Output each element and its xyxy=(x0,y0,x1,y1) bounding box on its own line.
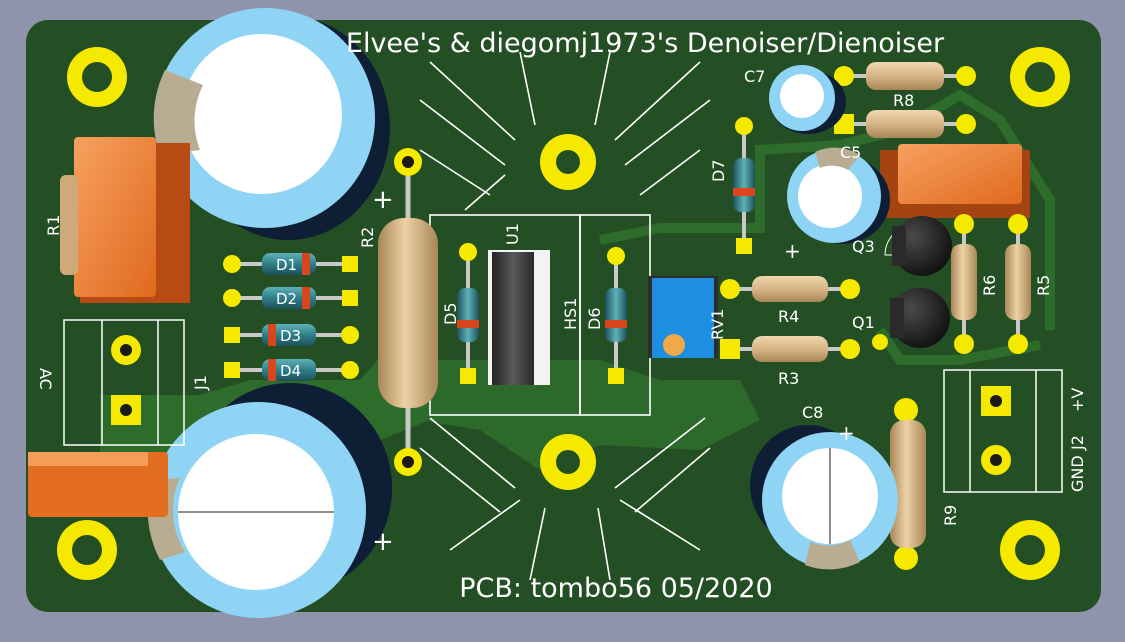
label-d6: D6 xyxy=(585,308,604,331)
label-c8: C8 xyxy=(802,403,823,422)
terminal-j1 xyxy=(63,319,185,446)
polarity-mark-top: + xyxy=(372,185,394,215)
resistor-r3 xyxy=(720,336,860,362)
transistor-q1 xyxy=(872,288,950,350)
label-plus-v: +V xyxy=(1068,388,1087,412)
capacitor-c-top-left xyxy=(153,8,390,240)
diode-d2 xyxy=(223,287,358,309)
label-ac: AC xyxy=(36,368,55,390)
label-hs1: HS1 xyxy=(561,298,580,330)
diodes-bridge xyxy=(223,253,359,381)
label-d7: D7 xyxy=(709,160,728,183)
resistor-r8 xyxy=(834,110,976,138)
heatsink-hole-top xyxy=(540,134,596,190)
label-q1: Q1 xyxy=(852,313,875,332)
label-j2: J2 xyxy=(1068,435,1087,451)
label-c7: C7 xyxy=(744,67,765,86)
label-d1: D1 xyxy=(276,256,297,274)
label-q3: Q3 xyxy=(852,237,875,256)
label-r3: R3 xyxy=(778,369,799,388)
diode-d4 xyxy=(224,359,359,381)
polarity-mark-c5: + xyxy=(784,239,801,263)
polarity-mark-c8: + xyxy=(838,421,855,445)
label-d4: D4 xyxy=(280,362,301,380)
label-r1: R1 xyxy=(44,215,63,236)
capacitor-c5 xyxy=(787,147,890,244)
resistor-r5 xyxy=(1005,214,1031,354)
label-r2: R2 xyxy=(358,227,377,248)
label-c5: C5 xyxy=(840,143,861,162)
resistor-r4 xyxy=(720,276,860,302)
capacitor-c8 xyxy=(750,425,898,570)
label-j1: J1 xyxy=(191,375,210,391)
label-rv1: RV1 xyxy=(708,309,727,340)
label-r9: R9 xyxy=(941,505,960,526)
label-gnd: GND xyxy=(1068,455,1087,492)
diode-d5 xyxy=(457,243,479,384)
label-r6: R6 xyxy=(980,275,999,296)
film-capacitor-left-bottom xyxy=(28,452,168,517)
resistor-r6 xyxy=(951,214,977,354)
board-credit: PCB: tombo56 05/2020 xyxy=(459,573,773,604)
trimmer-rv1 xyxy=(648,276,718,358)
mounting-hole-top-left xyxy=(67,47,127,107)
resistor-r9 xyxy=(890,398,926,570)
diode-d1 xyxy=(223,253,358,275)
label-d3: D3 xyxy=(280,327,301,345)
regulator-u1 xyxy=(488,250,550,385)
resistor-r2 xyxy=(378,148,438,476)
label-d2: D2 xyxy=(276,290,297,308)
board-title: Elvee's & diegomj1973's Denoiser/Dienois… xyxy=(346,28,945,59)
film-capacitor-right xyxy=(880,144,1030,218)
mounting-hole-bottom-left xyxy=(57,520,117,580)
transistor-q3 xyxy=(884,216,952,276)
mounting-hole-top-right xyxy=(1010,47,1070,107)
capacitor-c7 xyxy=(769,65,846,134)
label-u1: U1 xyxy=(503,223,522,245)
diode-d6 xyxy=(605,247,627,384)
diode-d3 xyxy=(224,324,359,346)
mounting-hole-bottom-right xyxy=(1000,520,1060,580)
label-d5: D5 xyxy=(441,303,460,326)
film-capacitor-left-top xyxy=(60,137,190,303)
label-r8: R8 xyxy=(893,91,914,110)
terminal-j2 xyxy=(943,369,1063,493)
resistor-top-unlabeled xyxy=(834,62,976,90)
diode-d7 xyxy=(733,117,755,254)
heatsink-hole-bottom xyxy=(540,434,596,490)
label-r4: R4 xyxy=(778,307,799,326)
polarity-mark-bottom: + xyxy=(372,527,394,557)
label-r5: R5 xyxy=(1034,275,1053,296)
copper-trace-right xyxy=(875,327,1041,365)
